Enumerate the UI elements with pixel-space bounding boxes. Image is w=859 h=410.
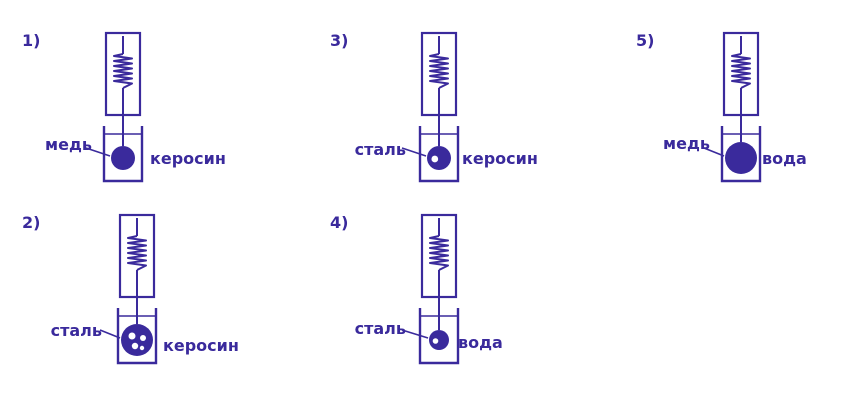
experiment-2: 2) сталь керосин	[20, 210, 239, 410]
ball-cavity	[139, 345, 145, 351]
ball-cavity	[140, 335, 146, 341]
material-label: сталь	[354, 319, 406, 338]
dynamometer-apparatus	[401, 31, 460, 183]
ball	[725, 142, 757, 174]
beaker	[720, 126, 762, 183]
material-label: медь	[45, 135, 92, 154]
liquid-label: вода	[762, 149, 807, 168]
experiment-3: 3) сталь керосин	[330, 28, 538, 228]
liquid-label: керосин	[150, 149, 226, 168]
ball	[121, 324, 153, 356]
spring	[731, 53, 751, 89]
label-pointer	[99, 329, 121, 339]
dynamometer-apparatus	[703, 31, 762, 183]
spring	[429, 53, 449, 89]
ball-cavity	[431, 155, 439, 163]
material-label: медь	[663, 134, 710, 153]
ball	[429, 330, 449, 350]
experiment-number: 3)	[330, 31, 349, 50]
material-label: сталь	[50, 321, 102, 340]
label-pointer	[703, 147, 725, 157]
ball	[111, 146, 135, 170]
dynamometer-apparatus	[401, 213, 460, 365]
spring	[127, 235, 147, 271]
dynamometer-apparatus	[99, 213, 158, 365]
experiment-5: 5) медь вода	[636, 28, 836, 228]
liquid-label: керосин	[163, 336, 239, 355]
spring	[429, 235, 449, 271]
label-pointer	[401, 147, 427, 157]
ball-cavity	[131, 342, 139, 350]
beaker	[116, 308, 158, 365]
label-pointer	[85, 147, 111, 157]
experiment-number: 1)	[22, 31, 41, 50]
experiment-1: 1) медь керосин	[20, 28, 226, 228]
experiment-number: 2)	[22, 213, 41, 232]
experiment-number: 5)	[636, 31, 655, 50]
ball	[427, 146, 451, 170]
dynamometer-apparatus	[85, 31, 144, 183]
ball-cavity	[128, 332, 136, 340]
spring	[113, 53, 133, 89]
liquid-label: вода	[458, 333, 503, 352]
material-label: сталь	[354, 140, 406, 159]
experiment-number: 4)	[330, 213, 349, 232]
experiment-4: 4) сталь вода	[330, 210, 530, 410]
liquid-label: керосин	[462, 149, 538, 168]
ball-cavity	[432, 338, 439, 344]
label-pointer	[401, 329, 429, 339]
